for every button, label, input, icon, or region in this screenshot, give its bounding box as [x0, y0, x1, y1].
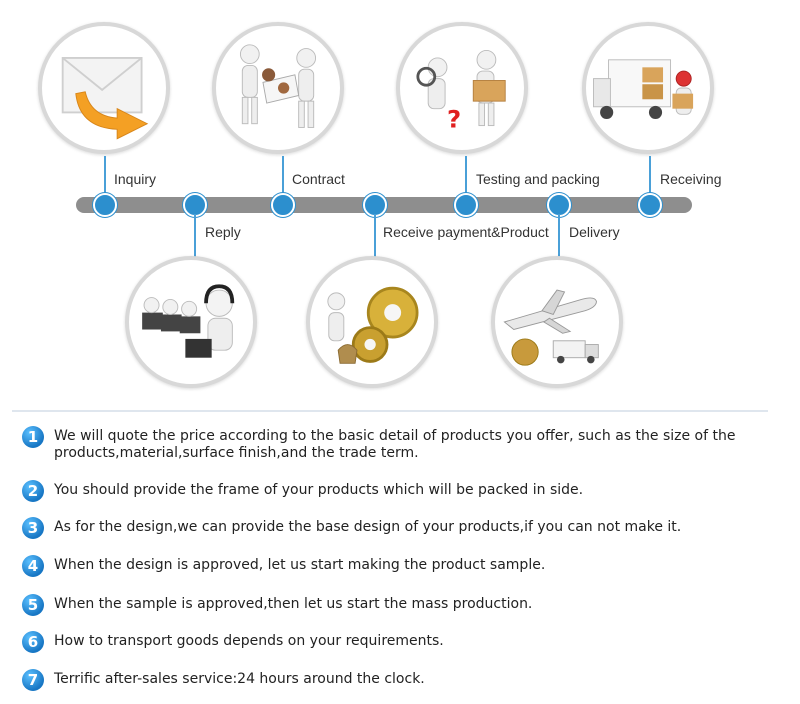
note-item-4: 4 When the design is approved, let us st…	[22, 555, 774, 577]
note-item-2: 2 You should provide the frame of your p…	[22, 480, 774, 502]
step-label-testing: Testing and packing	[476, 171, 600, 187]
note-item-3: 3 As for the design,we can provide the b…	[22, 517, 774, 539]
number-badge-icon: 6	[22, 631, 44, 653]
handshake-icon	[239, 44, 317, 128]
note-text: Terrific after-sales service:24 hours ar…	[54, 671, 425, 687]
number-badge-icon: 3	[22, 517, 44, 539]
connector-reply	[194, 214, 196, 258]
connector-contract	[282, 156, 284, 196]
step-label-receiving: Receiving	[660, 171, 722, 187]
note-item-7: 7 Terrific after-sales service:24 hours …	[22, 669, 774, 691]
note-text: We will quote the price according to the…	[54, 428, 736, 461]
number-badge-icon: 4	[22, 555, 44, 577]
timeline-dot-inquiry	[93, 193, 117, 217]
svg-text:?: ?	[447, 104, 461, 133]
envelope-arrow-icon	[61, 57, 149, 140]
note-text: When the design is approved, let us star…	[54, 557, 546, 573]
receiving-illustration	[582, 22, 714, 154]
timeline-dot-testing	[454, 193, 478, 217]
number-badge-icon: 5	[22, 594, 44, 616]
timeline-dot-receiving	[638, 193, 662, 217]
reply-illustration	[125, 256, 257, 388]
note-text: When the sample is approved,then let us …	[54, 596, 533, 612]
step-label-payment: Receive payment&Product	[383, 224, 549, 240]
connector-payment	[374, 214, 376, 258]
connector-receiving	[649, 156, 651, 196]
delivery-truck-icon	[593, 59, 694, 119]
delivery-illustration	[491, 256, 623, 388]
step-label-reply: Reply	[205, 224, 241, 240]
payment-illustration	[306, 256, 438, 388]
note-text: You should provide the frame of your pro…	[54, 482, 584, 498]
testing-illustration: ?	[396, 22, 528, 154]
note-item-5: 5 When the sample is approved,then let u…	[22, 594, 774, 616]
number-badge-icon: 1	[22, 426, 44, 448]
airplane-truck-icon	[503, 289, 599, 366]
contract-illustration	[212, 22, 344, 154]
note-text: How to transport goods depends on your r…	[54, 633, 444, 649]
customer-service-icon	[142, 284, 235, 358]
number-badge-icon: 2	[22, 480, 44, 502]
connector-delivery	[558, 214, 560, 258]
step-label-inquiry: Inquiry	[114, 171, 157, 187]
inquiry-illustration	[38, 22, 170, 154]
connector-inquiry	[104, 156, 106, 196]
timeline-dot-contract	[271, 193, 295, 217]
timeline-dot-delivery	[547, 193, 571, 217]
note-item-1: 1 We will quote the price according to t…	[22, 426, 774, 462]
note-text: As for the design,we can provide the bas…	[54, 519, 682, 535]
note-item-6: 6 How to transport goods depends on your…	[22, 631, 774, 653]
step-label-contract: Contract	[292, 171, 345, 187]
inspection-icon: ?	[416, 49, 506, 133]
connector-testing	[465, 156, 467, 196]
gold-gears-icon	[327, 286, 419, 364]
section-divider	[12, 410, 768, 412]
number-badge-icon: 7	[22, 669, 44, 691]
step-label-delivery: Delivery	[569, 224, 620, 240]
timeline-dot-reply	[183, 193, 207, 217]
